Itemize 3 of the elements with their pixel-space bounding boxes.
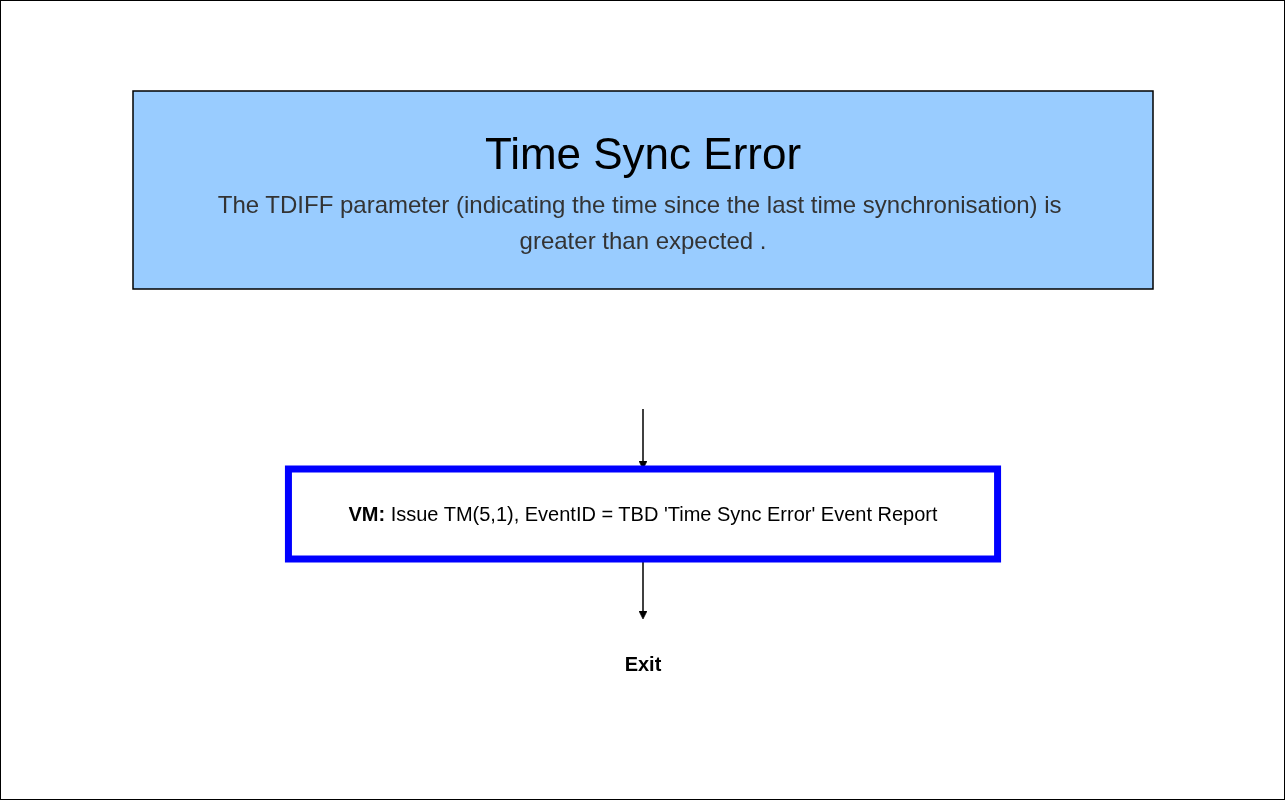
node-text: Exit — [624, 653, 661, 675]
node-box: Time Sync Error The TDIFF parameter (indicating the time since the last time synchronisation) is greater than expected . — [131, 90, 1154, 290]
node-box: VM: Issue TM(5,1), EventID = TBD 'Time Sync Error' Event Report — [284, 465, 1001, 563]
